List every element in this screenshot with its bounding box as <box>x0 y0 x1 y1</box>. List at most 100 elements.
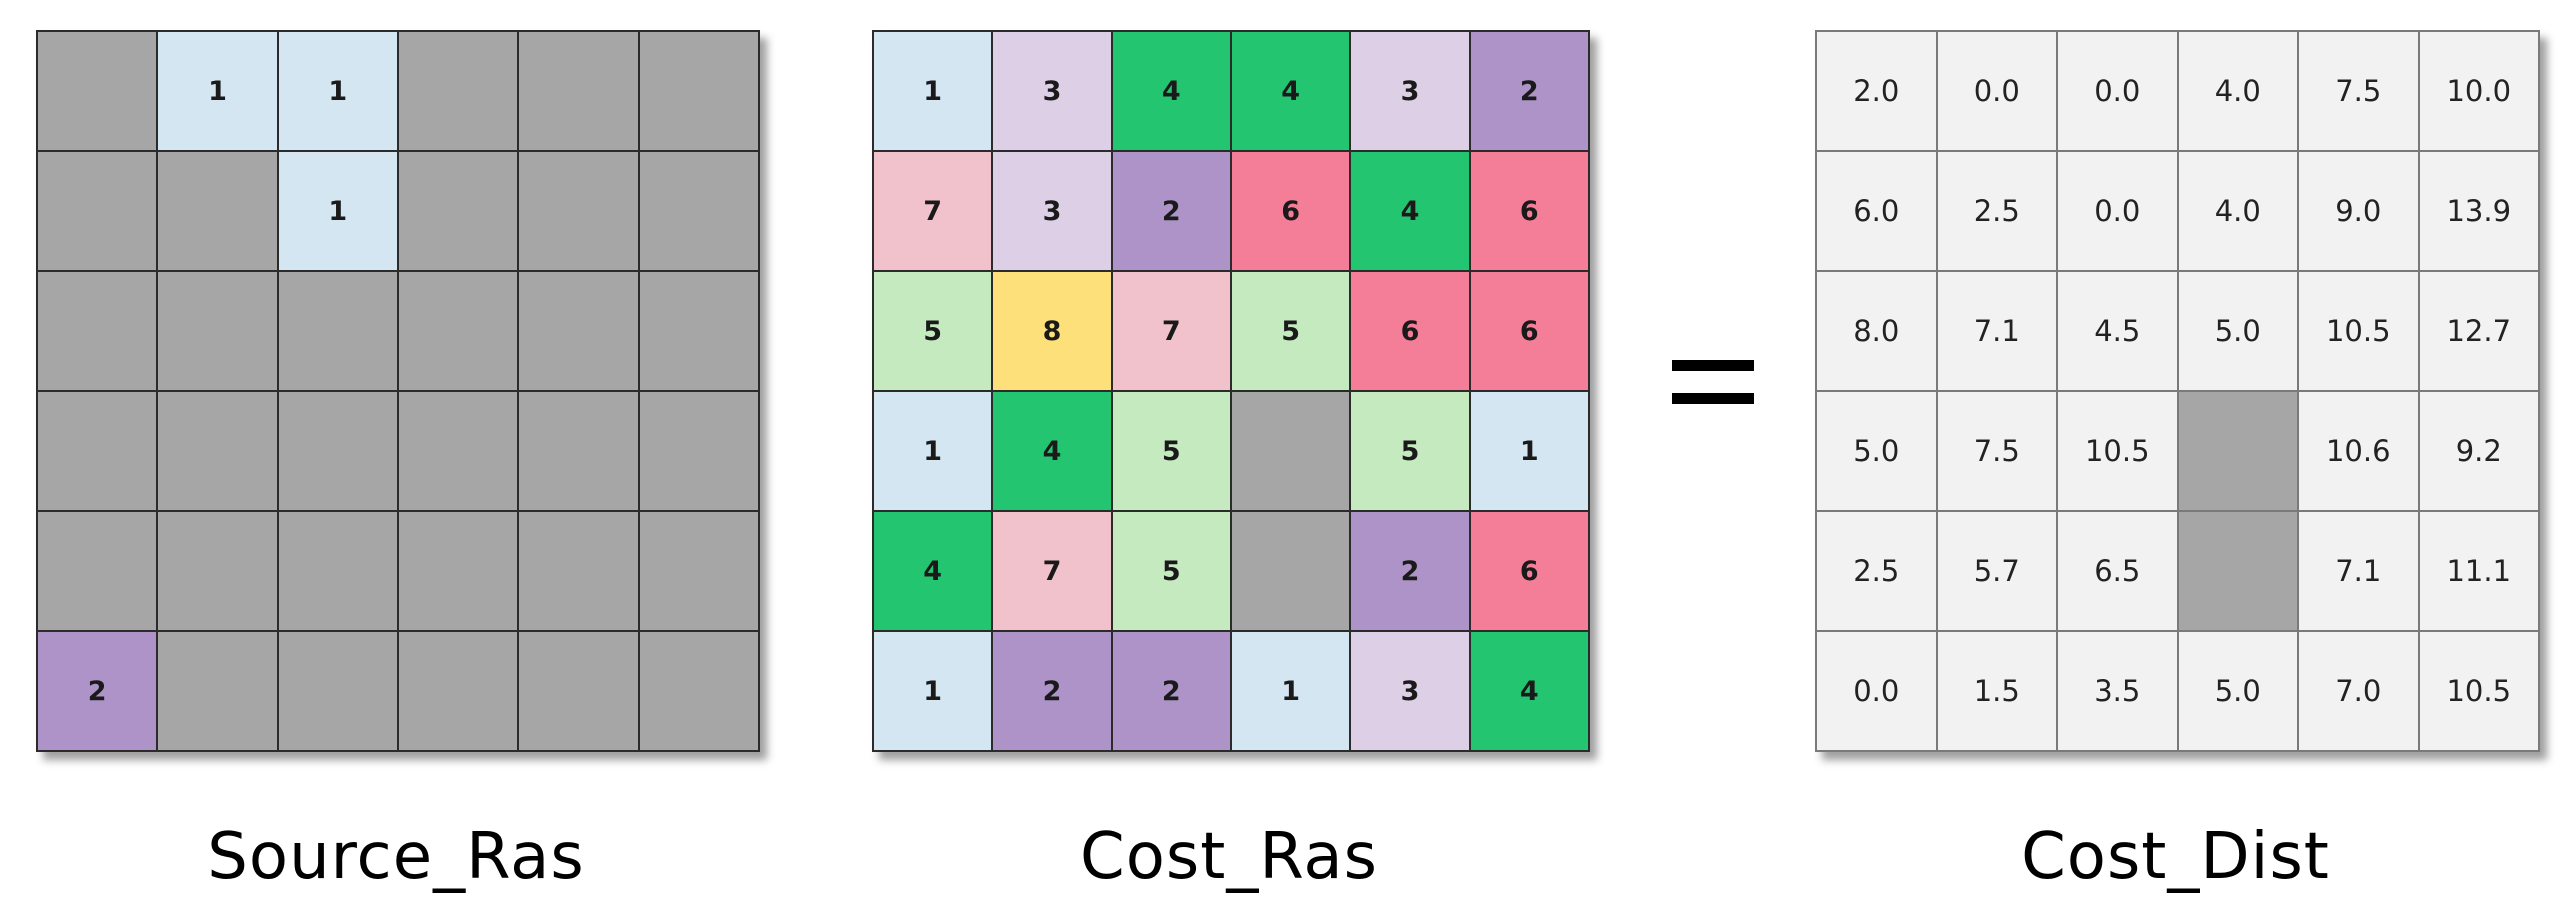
source-ras-cell <box>158 512 277 630</box>
source-raster-label: Source_Ras <box>207 820 585 894</box>
cost-dist-cell: 2.5 <box>1817 512 1936 630</box>
source-ras-cell <box>639 152 758 270</box>
cost-dist-cell: 5.0 <box>2178 632 2297 750</box>
source-ras-cell <box>158 392 277 510</box>
cost-ras-cell: 2 <box>993 632 1111 750</box>
source-ras-cell <box>38 32 157 150</box>
cost-dist-cell: 0.0 <box>2058 32 2177 150</box>
source-ras-cell <box>278 512 397 630</box>
source-ras-cell <box>519 32 638 150</box>
cost-dist-cell: 5.7 <box>1937 512 2056 630</box>
cost-ras-cell: 6 <box>1470 152 1588 270</box>
cost-dist-cell: 7.5 <box>1937 392 2056 510</box>
cost-ras-cell <box>1232 392 1350 510</box>
cost-dist-cell: 5.0 <box>2178 272 2297 390</box>
cost-dist-cell: 10.5 <box>2419 632 2538 750</box>
cost-ras-cell: 7 <box>993 512 1111 630</box>
source-ras-cell <box>158 632 277 750</box>
equals-sign <box>1672 360 1754 412</box>
source-ras-cell <box>38 392 157 510</box>
source-ras-cell <box>278 632 397 750</box>
cost-ras-cell: 2 <box>1112 632 1230 750</box>
cost-dist-cell: 12.7 <box>2419 272 2538 390</box>
cost-dist-cell: 3.5 <box>2058 632 2177 750</box>
cost-dist-cell: 10.5 <box>2058 392 2177 510</box>
cost-dist-cell <box>2178 392 2297 510</box>
cost-ras-cell <box>1232 512 1350 630</box>
cost-ras-cell: 2 <box>1351 512 1469 630</box>
source-ras-cell <box>278 272 397 390</box>
source-ras-cell <box>399 32 518 150</box>
source-ras-cell <box>519 512 638 630</box>
source-ras-cell <box>38 512 157 630</box>
cost-dist-cell: 13.9 <box>2419 152 2538 270</box>
source-ras-cell: 1 <box>278 32 397 150</box>
cost-dist-cell: 9.2 <box>2419 392 2538 510</box>
cost-dist-cell: 9.0 <box>2299 152 2418 270</box>
source-ras-cell <box>399 272 518 390</box>
cost-dist-cell: 0.0 <box>1937 32 2056 150</box>
cost-ras-cell: 1 <box>1470 392 1588 510</box>
cost-ras-cell: 6 <box>1470 272 1588 390</box>
cost-ras-cell: 6 <box>1351 272 1469 390</box>
source-ras-cell: 1 <box>278 152 397 270</box>
cost-dist-cell: 0.0 <box>2058 152 2177 270</box>
cost-dist-cell: 2.5 <box>1937 152 2056 270</box>
cost-ras-cell: 5 <box>874 272 992 390</box>
cost-dist-cell: 10.5 <box>2299 272 2418 390</box>
cost-dist-cell: 8.0 <box>1817 272 1936 390</box>
cost-ras-cell: 4 <box>993 392 1111 510</box>
source-ras-cell <box>38 272 157 390</box>
source-ras-cell <box>519 632 638 750</box>
cost-dist-cell: 7.1 <box>2299 512 2418 630</box>
source-ras-cell <box>399 152 518 270</box>
cost-dist-cell: 10.6 <box>2299 392 2418 510</box>
cost-dist-cell: 4.5 <box>2058 272 2177 390</box>
cost-ras-cell: 5 <box>1112 392 1230 510</box>
cost-ras-cell: 3 <box>1351 32 1469 150</box>
cost-ras-cell: 5 <box>1351 392 1469 510</box>
source-ras-cell <box>399 392 518 510</box>
cost-ras-cell: 4 <box>1351 152 1469 270</box>
cost-ras-cell: 6 <box>1470 512 1588 630</box>
cost-dist-cell: 10.0 <box>2419 32 2538 150</box>
source-ras-cell <box>639 632 758 750</box>
source-ras-cell <box>639 392 758 510</box>
source-ras-cell <box>38 152 157 270</box>
cost-ras-cell: 5 <box>1232 272 1350 390</box>
cost-dist-cell: 5.0 <box>1817 392 1936 510</box>
cost-ras-cell: 7 <box>1112 272 1230 390</box>
source-ras-cell: 2 <box>38 632 157 750</box>
cost-dist-cell: 7.5 <box>2299 32 2418 150</box>
source-ras-cell <box>639 32 758 150</box>
cost-ras-cell: 4 <box>1232 32 1350 150</box>
cost-dist-cell: 6.5 <box>2058 512 2177 630</box>
source-ras-cell <box>639 512 758 630</box>
cost-dist-cell: 1.5 <box>1937 632 2056 750</box>
cost-distance-label: Cost_Dist <box>2021 820 2330 894</box>
cost-dist-cell: 11.1 <box>2419 512 2538 630</box>
cost-dist-cell: 4.0 <box>2178 152 2297 270</box>
cost-ras-cell: 2 <box>1112 152 1230 270</box>
cost-dist-cell: 7.1 <box>1937 272 2056 390</box>
cost-ras-cell: 3 <box>1351 632 1469 750</box>
source-ras-cell <box>519 152 638 270</box>
source-ras-cell <box>158 272 277 390</box>
cost-ras-cell: 8 <box>993 272 1111 390</box>
source-ras-cell <box>519 392 638 510</box>
cost-dist-cell: 0.0 <box>1817 632 1936 750</box>
cost-ras-cell: 5 <box>1112 512 1230 630</box>
cost-ras-cell: 3 <box>993 152 1111 270</box>
source-ras-cell <box>399 632 518 750</box>
cost-ras-cell: 4 <box>1112 32 1230 150</box>
cost-dist-cell: 2.0 <box>1817 32 1936 150</box>
cost-ras-cell: 6 <box>1232 152 1350 270</box>
source-ras-cell <box>639 272 758 390</box>
source-ras-cell <box>278 392 397 510</box>
cost-ras-cell: 1 <box>874 392 992 510</box>
source-ras-cell <box>158 152 277 270</box>
cost-ras-cell: 2 <box>1470 32 1588 150</box>
